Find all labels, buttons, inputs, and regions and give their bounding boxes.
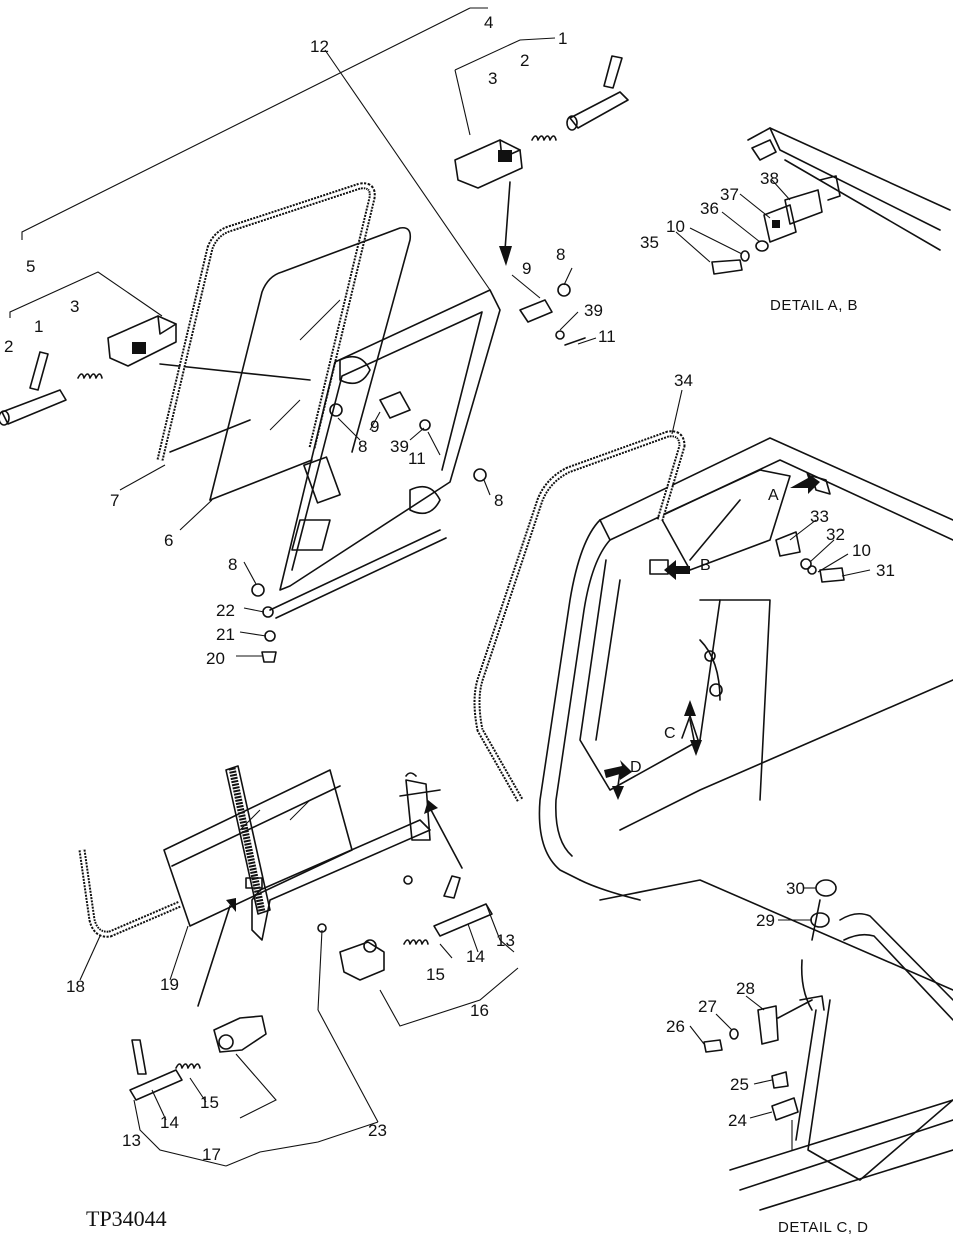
callout-6: 6 [164,531,173,550]
callout-3a: 3 [488,69,497,88]
callout-3b: 3 [70,297,79,316]
detail-cd [689,879,953,1211]
callout-24: 24 [728,1111,747,1130]
callout-34: 34 [674,371,693,390]
callout-29: 29 [756,911,775,930]
lower-seal-18 [78,849,182,981]
callout-10b: 10 [852,541,871,560]
callout-2b: 2 [4,337,13,356]
callout-21: 21 [216,625,235,644]
callout-39b: 39 [390,437,409,456]
callout-38: 38 [760,169,779,188]
leaders-right-middle [789,519,871,577]
callout-labels: 1 2 3 4 5 1 2 3 12 7 6 8 9 39 11 8 9 39 … [4,13,895,1164]
callout-28: 28 [736,979,755,998]
callout-4: 4 [484,13,493,32]
callout-11a: 11 [598,327,616,346]
callout-19: 19 [160,975,179,994]
callout-35: 35 [640,233,659,252]
callout-7: 7 [110,491,119,510]
detail-ab-label: DETAIL A, B [770,297,858,314]
callout-2a: 2 [520,51,529,70]
callout-13b: 13 [122,1131,141,1150]
detail-cd-label: DETAIL C, D [778,1219,869,1236]
view-arrow-d: D [630,759,642,776]
callout-12: 12 [310,37,329,56]
view-arrow-c: C [664,725,676,742]
callout-39a: 39 [584,301,603,320]
callout-37: 37 [720,185,739,204]
callout-8b: 8 [358,437,367,456]
callout-8d: 8 [228,555,237,574]
door-seal-34 [473,389,686,802]
lower-frame-23 [197,772,463,1123]
callout-20: 20 [206,649,225,668]
callout-23: 23 [368,1121,387,1140]
callout-26: 26 [666,1017,685,1036]
view-arrows [604,472,820,800]
callout-1b: 1 [34,317,43,336]
callout-14b: 14 [160,1113,179,1132]
callout-1a: 1 [558,29,567,48]
figure-code: TP34044 [86,1206,167,1231]
frame-hardware [251,283,586,663]
callout-9b: 9 [370,417,379,436]
callout-10a: 10 [666,217,685,236]
callout-27: 27 [698,997,717,1016]
latch-assembly-top [21,7,629,266]
window-glass-6 [209,226,412,501]
latch-kit-16 [339,875,519,1027]
callout-8a: 8 [556,245,565,264]
leaders-left-window [119,49,597,657]
callout-30: 30 [786,879,805,898]
callout-16: 16 [470,1001,489,1020]
view-arrow-a: A [768,487,779,504]
callout-5: 5 [26,257,35,276]
window-seal-7 [156,182,376,461]
callout-15a: 15 [426,965,445,984]
lower-glass-19 [163,769,353,981]
callout-18: 18 [66,977,85,996]
latch-kit-17 [129,1015,379,1167]
callout-14a: 14 [466,947,485,966]
callout-36: 36 [700,199,719,218]
latch-assembly-left [0,271,311,426]
callout-31: 31 [876,561,895,580]
cab-body [538,437,953,991]
view-arrow-labels: A B C D [630,487,779,776]
callout-15b: 15 [200,1093,219,1112]
callout-33: 33 [810,507,829,526]
detail-ab [675,127,951,275]
window-frame-12 [269,289,501,619]
callout-11b: 11 [408,449,426,468]
callout-25: 25 [730,1075,749,1094]
view-arrow-b: B [700,557,711,574]
callout-22: 22 [216,601,235,620]
callout-17: 17 [202,1145,221,1164]
callout-8c: 8 [494,491,503,510]
callout-9a: 9 [522,259,531,278]
callout-13a: 13 [496,931,515,950]
callout-32: 32 [826,525,845,544]
